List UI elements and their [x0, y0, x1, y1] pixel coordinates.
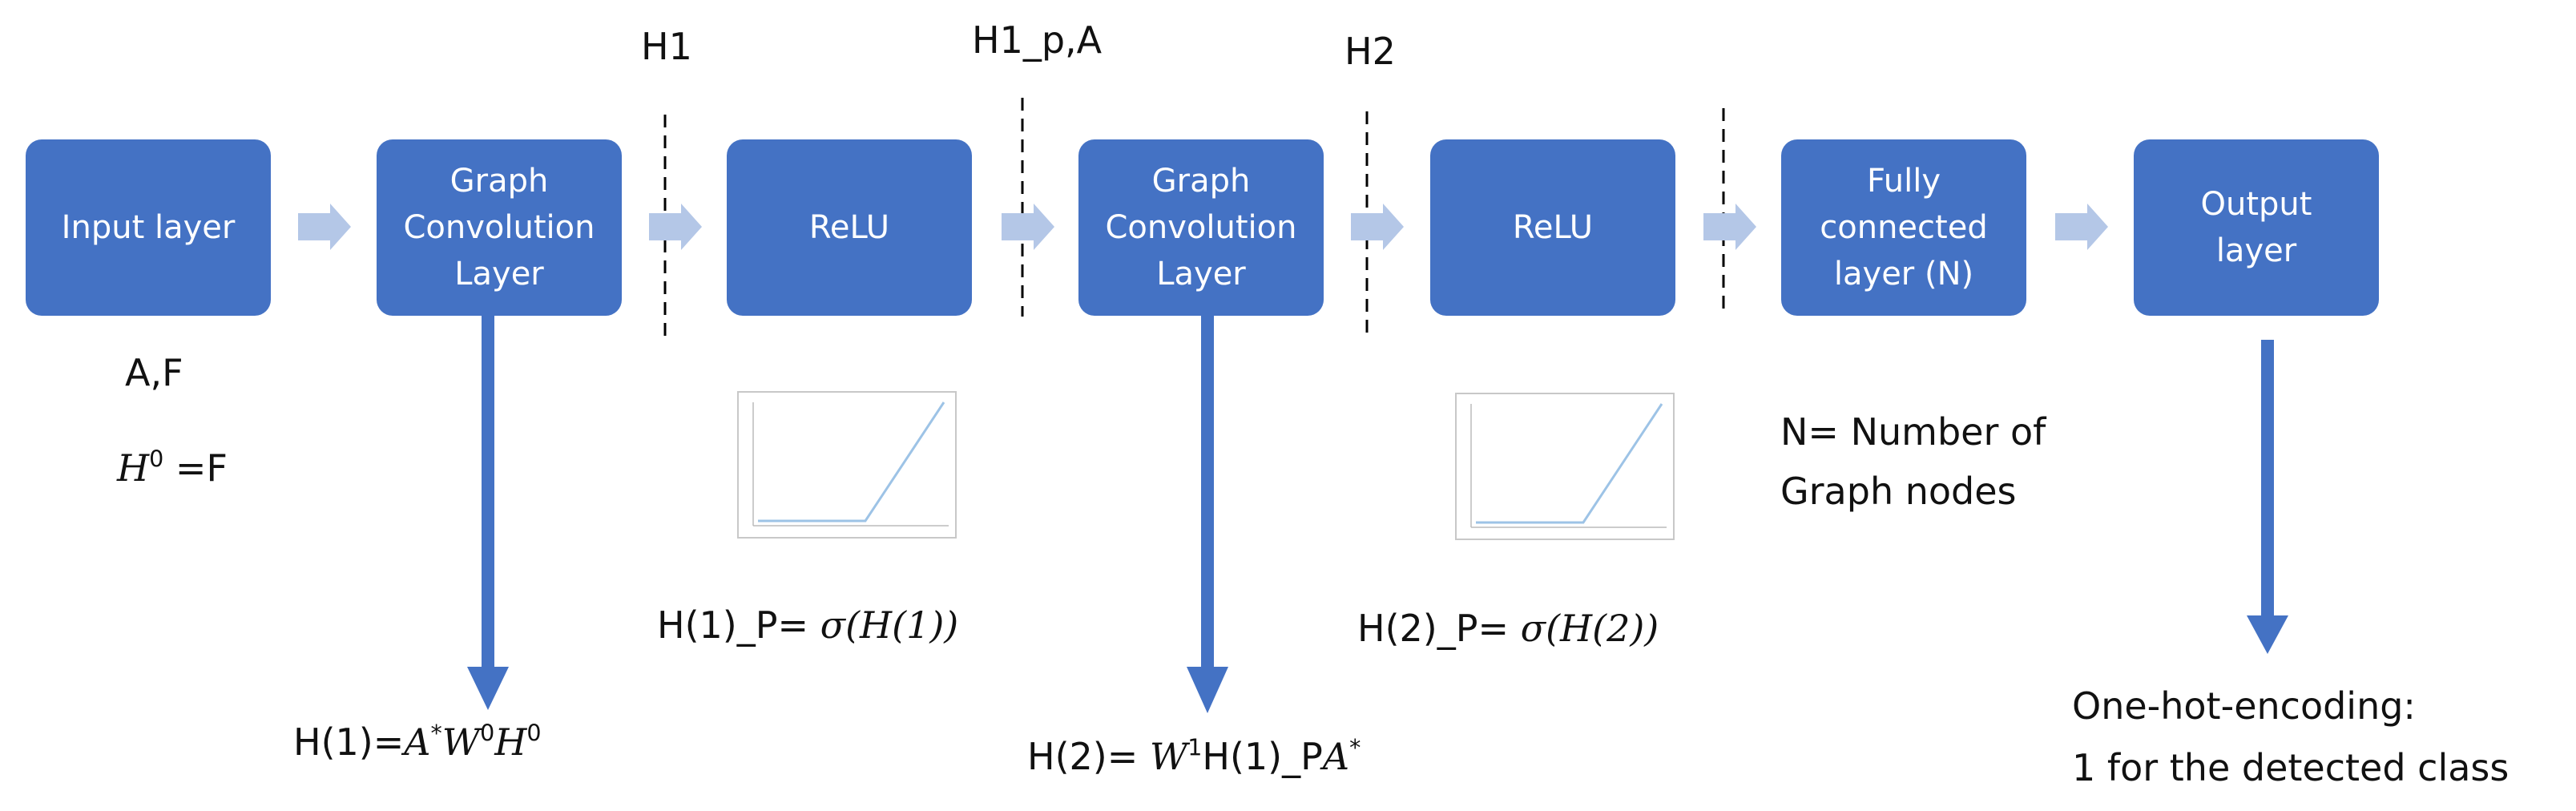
- w-symbol: W: [441, 720, 481, 764]
- fully-connected-layer-box: Fully connected layer (N): [1781, 139, 2026, 316]
- marker-h1p-a: H1_p,A: [972, 18, 1103, 62]
- gc2-formula: H(2)= W1H(1)_PA*: [1027, 734, 1361, 779]
- gc1-label-line1: Graph: [449, 163, 549, 200]
- chevron-arrow-icon: [2055, 204, 2108, 250]
- gc2-formula-prefix: H(2)=: [1027, 735, 1139, 778]
- gc2-label-line1: Graph: [1151, 163, 1251, 200]
- gc1-label-line3: Layer: [454, 256, 544, 293]
- n-definition-line1: N= Number of: [1780, 410, 2046, 454]
- superscript-star: *: [1349, 734, 1361, 761]
- h-symbol: H: [494, 720, 527, 764]
- marker-h2: H2: [1344, 30, 1396, 73]
- input-h0-label: H0 =F: [117, 446, 228, 490]
- relu1-formula-arg: (H(1)): [845, 603, 959, 647]
- input-layer-box: Input layer: [26, 139, 271, 316]
- down-arrow-gc1: [467, 316, 509, 710]
- relu2-label: ReLU: [1512, 209, 1594, 246]
- relu-plot-1: [737, 391, 957, 539]
- input-af-label: A,F: [125, 351, 183, 394]
- fc-label-line2: connected: [1820, 209, 1988, 246]
- chevron-arrow-icon: [1002, 204, 1054, 250]
- superscript-star: *: [430, 720, 442, 747]
- output-label-line2: layer: [2215, 232, 2297, 269]
- relu-layer-1-box: ReLU: [727, 139, 972, 316]
- h-symbol: H: [117, 446, 150, 490]
- marker-h1: H1: [641, 25, 692, 68]
- n-definition-line2: Graph nodes: [1780, 470, 2017, 513]
- superscript-0: 0: [480, 720, 495, 747]
- down-arrow-output: [2247, 340, 2288, 654]
- relu1-formula: H(1)_P= σ(H(1)): [657, 603, 958, 648]
- sigma-symbol: σ: [820, 603, 846, 647]
- superscript-1: 1: [1187, 734, 1203, 761]
- gc1-formula: H(1)=A*W0H0: [293, 720, 542, 765]
- superscript-0: 0: [149, 446, 164, 473]
- gc2-label-line2: Convolution: [1105, 209, 1297, 246]
- relu1-formula-prefix: H(1)_P=: [657, 603, 809, 647]
- chevron-arrow-icon: [1703, 204, 1756, 250]
- relu-layer-2-box: ReLU: [1430, 139, 1675, 316]
- a-symbol: A: [1322, 735, 1350, 778]
- relu2-formula: H(2)_P= σ(H(2)): [1357, 606, 1659, 651]
- relu-plot-2: [1455, 393, 1675, 540]
- fc-label-line1: Fully: [1866, 163, 1941, 200]
- gc1-label-line2: Convolution: [403, 209, 595, 246]
- gc1-formula-prefix: H(1)=: [293, 720, 405, 764]
- chevron-arrow-icon: [298, 204, 351, 250]
- gc2-label-line3: Layer: [1156, 256, 1246, 293]
- fc-label-line3: layer (N): [1833, 256, 1974, 293]
- input-layer-label: Input layer: [61, 209, 236, 246]
- down-arrow-gc2: [1187, 316, 1228, 713]
- chevron-arrow-icon: [1351, 204, 1404, 250]
- output-encoding-line2: 1 for the detected class: [2072, 746, 2509, 789]
- output-encoding-line1: One-hot-encoding:: [2072, 684, 2416, 728]
- sigma-symbol: σ: [1520, 607, 1546, 650]
- gc2-formula-mid: H(1)_P: [1202, 735, 1323, 778]
- relu2-formula-prefix: H(2)_P=: [1357, 607, 1510, 650]
- output-layer-box: Output layer: [2134, 139, 2379, 316]
- relu2-formula-arg: (H(2)): [1546, 607, 1659, 650]
- graph-convolution-layer-2-box: Graph Convolution Layer: [1078, 139, 1324, 316]
- chevron-arrow-icon: [649, 204, 702, 250]
- w-symbol: W: [1149, 735, 1188, 778]
- output-label-line1: Output: [2200, 186, 2312, 223]
- relu1-label: ReLU: [808, 209, 890, 246]
- input-h0-eq: =F: [175, 446, 228, 490]
- superscript-0: 0: [526, 720, 542, 747]
- a-symbol: A: [404, 720, 431, 764]
- graph-convolution-layer-1-box: Graph Convolution Layer: [377, 139, 622, 316]
